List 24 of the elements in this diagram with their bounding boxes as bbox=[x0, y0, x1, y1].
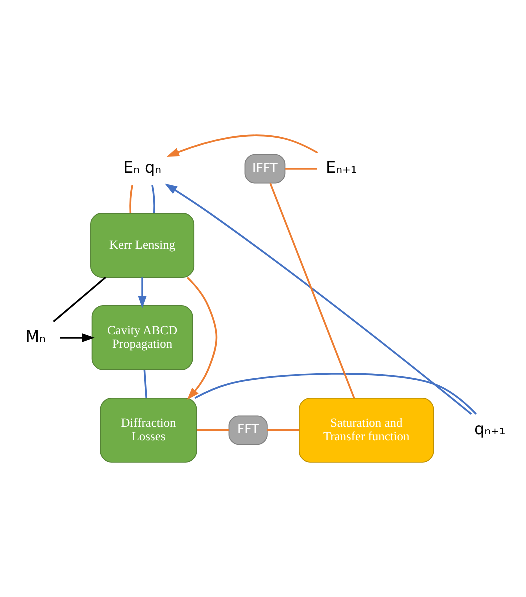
connector bbox=[196, 429, 230, 431]
node-text: Eₙ qₙ bbox=[123, 157, 162, 176]
node-box: Kerr Lensing bbox=[90, 212, 195, 278]
connector bbox=[152, 184, 156, 213]
node-text: Mₙ bbox=[26, 326, 46, 346]
connector bbox=[285, 168, 318, 170]
connector bbox=[53, 276, 106, 322]
connector bbox=[130, 184, 134, 213]
arrow bbox=[166, 134, 318, 157]
node-box: Cavity ABCD Propagation bbox=[92, 305, 194, 370]
node-text: qₙ₊₁ bbox=[474, 418, 506, 438]
connector bbox=[268, 429, 300, 431]
node-box: IFFT bbox=[244, 154, 286, 184]
arrow bbox=[138, 277, 147, 308]
connector bbox=[270, 182, 356, 398]
arrow bbox=[60, 333, 95, 342]
node-box: FFT bbox=[228, 415, 268, 445]
node-box: Diffraction Losses bbox=[100, 397, 198, 462]
arrow bbox=[187, 276, 218, 400]
node-text: Eₙ₊₁ bbox=[326, 157, 358, 176]
connector bbox=[144, 370, 148, 398]
node-box: Saturation and Transfer function bbox=[299, 397, 434, 462]
arrow bbox=[164, 183, 472, 414]
connector bbox=[194, 372, 477, 414]
